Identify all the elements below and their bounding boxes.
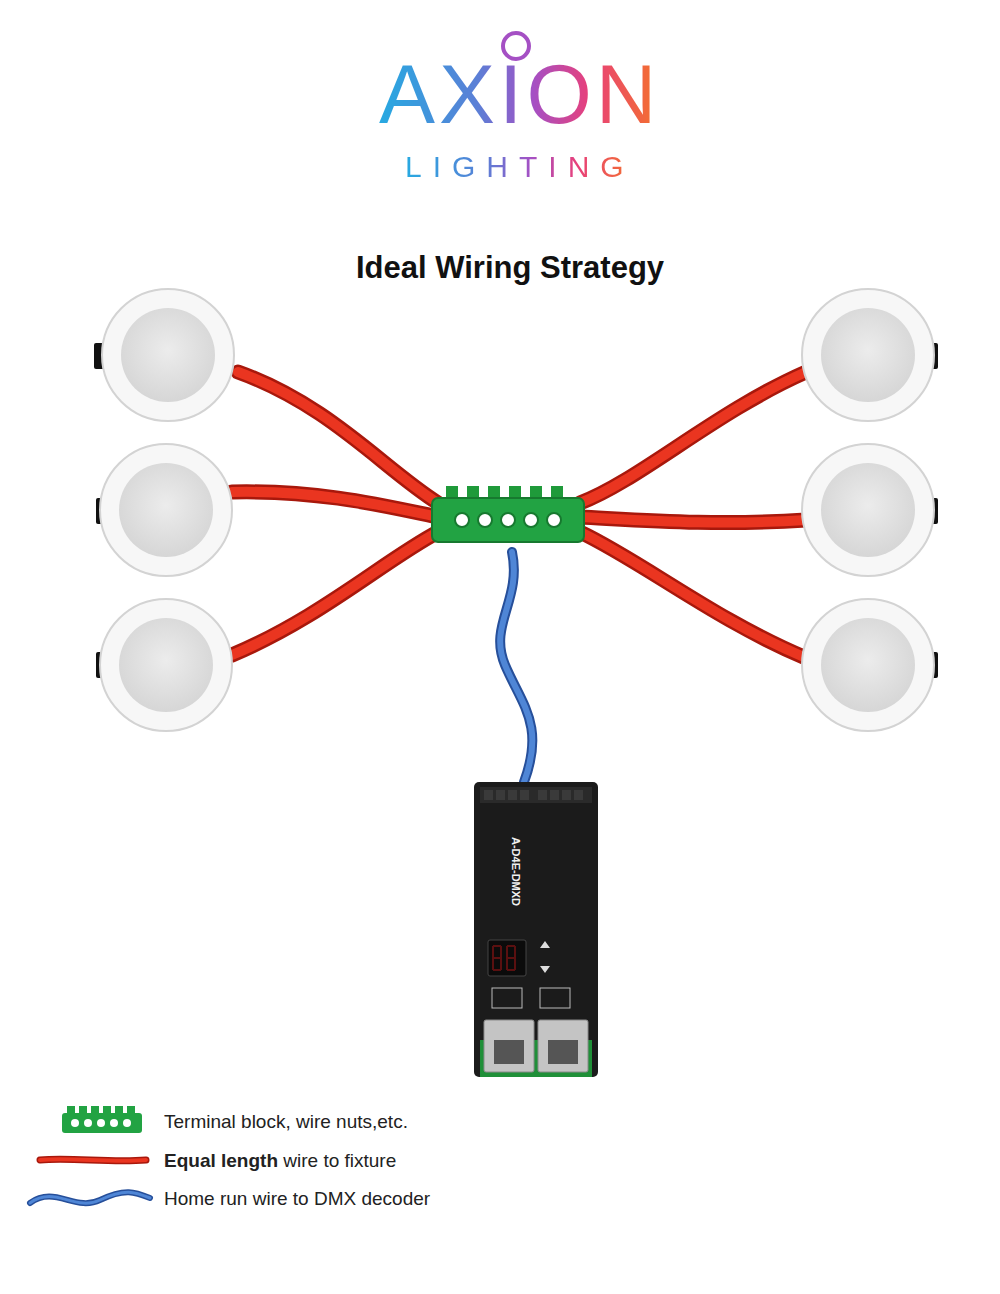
downlight-fixture xyxy=(802,444,934,576)
home-run-wire xyxy=(500,552,532,782)
fixture-wire xyxy=(232,372,806,658)
decoder-body: A-D4E-DMXD xyxy=(478,808,594,934)
legend-sample xyxy=(30,1106,150,1203)
fixture-wire xyxy=(238,372,438,503)
fixture-wire xyxy=(232,532,438,655)
dmx-decoder xyxy=(562,790,571,800)
downlight-fixture xyxy=(94,289,938,731)
dmx-decoder xyxy=(538,1020,588,1072)
terminal-block xyxy=(524,513,538,527)
legend-sample xyxy=(84,1119,92,1127)
dmx-decoder xyxy=(492,988,522,1008)
downlight-fixture xyxy=(121,308,215,402)
home-run-wire xyxy=(500,552,532,782)
legend-text: Terminal block, wire nuts,etc. xyxy=(164,1111,408,1134)
dmx-decoder xyxy=(538,790,547,800)
logo-text: AXION xyxy=(379,52,660,136)
terminal-block xyxy=(455,513,469,527)
legend-sample xyxy=(30,1192,150,1203)
downlight-fixture xyxy=(802,599,934,731)
dmx-decoder xyxy=(496,790,505,800)
fixture-wire xyxy=(232,372,806,658)
terminal-block xyxy=(547,513,561,527)
downlight-fixture xyxy=(802,289,934,421)
legend-sample xyxy=(97,1119,105,1127)
fixture-wire xyxy=(580,517,806,523)
legend-sample xyxy=(110,1119,118,1127)
dmx-decoder xyxy=(480,787,592,803)
downlight-fixture xyxy=(821,463,915,557)
fixture-wire xyxy=(580,532,806,658)
fixture-wire xyxy=(232,532,438,655)
dmx-decoder xyxy=(540,941,550,973)
fixture-wire xyxy=(238,372,438,503)
fixture-wire xyxy=(580,372,806,503)
dmx-decoder xyxy=(488,940,526,976)
terminal-block xyxy=(501,513,515,527)
downlight-fixture xyxy=(100,444,232,576)
legend-sample xyxy=(40,1159,146,1161)
legend-text: Home run wire to DMX decoder xyxy=(164,1188,430,1211)
downlight-fixture xyxy=(102,289,234,421)
fixture-wire xyxy=(580,532,806,658)
dmx-decoder xyxy=(540,988,570,1008)
terminal-block xyxy=(432,486,584,542)
dmx-decoder xyxy=(474,782,598,1077)
fixture-wire xyxy=(580,517,806,523)
legend-sample xyxy=(40,1159,146,1161)
model-number: A-D4E-DMXD xyxy=(510,837,521,906)
downlight-fixture xyxy=(821,308,915,402)
dmx-decoder xyxy=(493,946,515,970)
dmx-decoder xyxy=(484,1020,534,1072)
downlight-fixture xyxy=(119,463,213,557)
legend-text: Equal length wire to fixture xyxy=(164,1150,396,1173)
dmx-decoder xyxy=(474,782,598,1077)
fixture-wire xyxy=(232,492,438,517)
dmx-decoder xyxy=(574,790,583,800)
dmx-decoder xyxy=(548,1040,578,1064)
terminal-block xyxy=(432,498,584,542)
terminal-block xyxy=(478,513,492,527)
legend-sample xyxy=(71,1119,79,1127)
legend-sample xyxy=(62,1113,142,1133)
downlight-fixture xyxy=(821,618,915,712)
downlight-fixture xyxy=(119,618,213,712)
dmx-decoder xyxy=(550,790,559,800)
diagram-title: Ideal Wiring Strategy xyxy=(356,250,664,286)
dmx-decoder xyxy=(508,790,517,800)
legend-sample xyxy=(123,1119,131,1127)
logo-text: LIGHTING xyxy=(405,152,635,182)
home-run-wire xyxy=(500,552,532,782)
fixture-wire xyxy=(232,492,438,517)
fixture-wire xyxy=(232,372,806,658)
downlight-fixture xyxy=(100,599,232,731)
fixture-wire xyxy=(580,372,806,503)
dmx-decoder xyxy=(484,790,493,800)
dmx-decoder xyxy=(494,1040,524,1064)
dmx-decoder xyxy=(520,790,529,800)
legend-sample xyxy=(30,1192,150,1203)
